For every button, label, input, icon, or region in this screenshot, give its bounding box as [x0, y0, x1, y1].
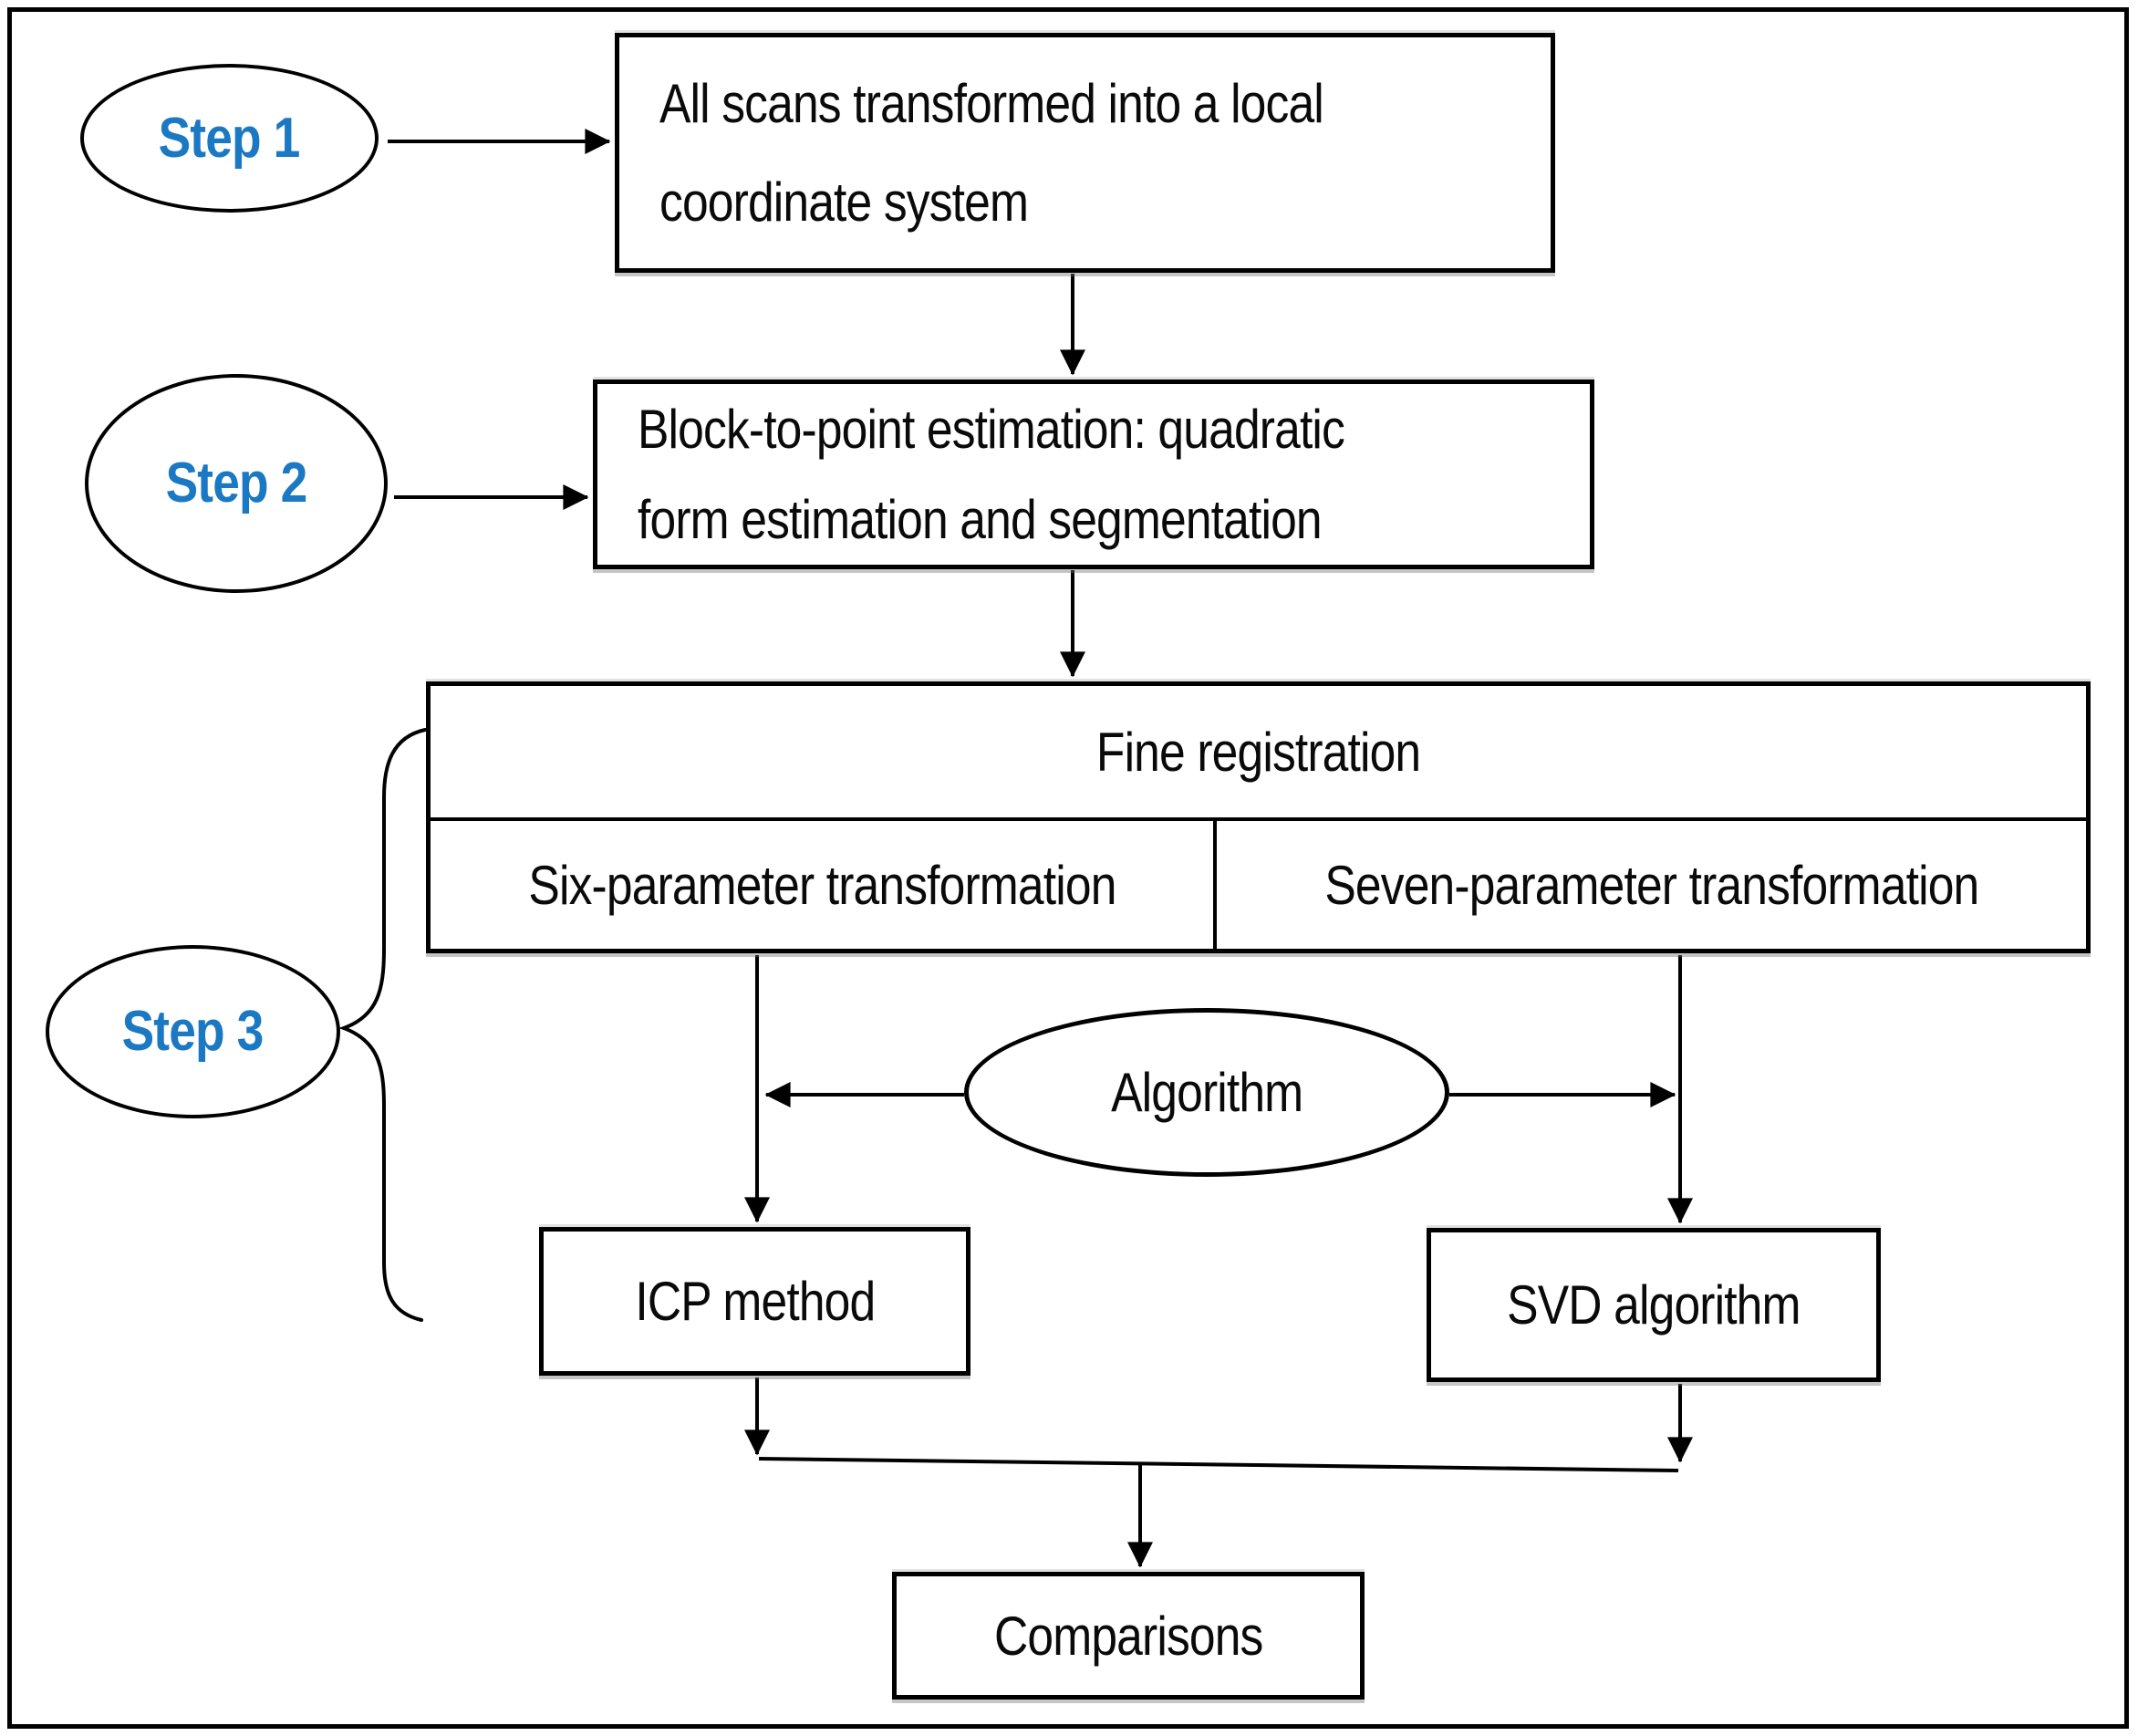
collector-line: [758, 1457, 1679, 1472]
page-border: [7, 7, 2129, 1729]
svd-algorithm-label: SVD algorithm: [1507, 1274, 1801, 1336]
step-3-label: Step 3: [122, 1000, 265, 1064]
box-block-line1: Block-to-point estimation: quadratic: [638, 399, 1345, 460]
fine-registration-table: Fine registration Six-parameter transfor…: [426, 681, 2091, 953]
comparisons-label: Comparisons: [993, 1605, 1263, 1667]
box-svd-algorithm: SVD algorithm: [1427, 1228, 1881, 1382]
step-1-ellipse: Step 1: [80, 64, 379, 213]
step-2-label: Step 2: [165, 452, 308, 515]
fine-registration-title: Fine registration: [1095, 721, 1421, 783]
algorithm-label: Algorithm: [1110, 1062, 1303, 1123]
box-icp-method: ICP method: [539, 1227, 970, 1376]
box-block-line2: form estimation and segmentation: [638, 489, 1323, 550]
fine-registration-header: Fine registration: [431, 686, 2086, 821]
cell-six-parameter: Six-parameter transformation: [431, 821, 1217, 949]
box-scans-line1: All scans transformed into a local: [659, 73, 1324, 134]
step-2-ellipse: Step 2: [85, 374, 388, 593]
step-3-ellipse: Step 3: [46, 945, 340, 1118]
box-scans-line2: coordinate system: [659, 172, 1029, 233]
fine-registration-row: Six-parameter transformation Seven-param…: [431, 821, 2086, 949]
step3-brace: [338, 728, 427, 1322]
icp-method-label: ICP method: [635, 1271, 876, 1332]
box-block-to-point: Block-to-point estimation: quadratic for…: [593, 379, 1594, 569]
seven-parameter-label: Seven-parameter transformation: [1323, 854, 1979, 916]
algorithm-ellipse: Algorithm: [964, 1008, 1449, 1177]
six-parameter-label: Six-parameter transformation: [527, 854, 1116, 916]
cell-seven-parameter: Seven-parameter transformation: [1217, 821, 2086, 949]
box-scans-transformed: All scans transformed into a local coord…: [615, 33, 1555, 273]
step-1-label: Step 1: [159, 106, 301, 170]
box-comparisons: Comparisons: [892, 1572, 1365, 1700]
